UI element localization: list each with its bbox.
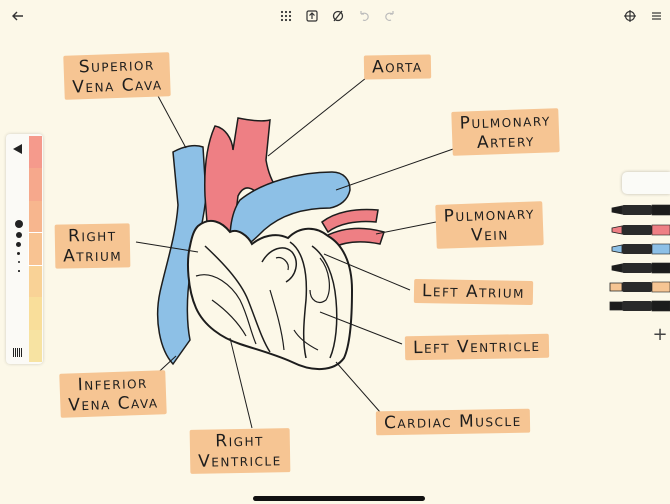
- heart-chamber-line: [269, 289, 285, 351]
- label-pulmonary-vein[interactable]: Pulmonary Vein: [435, 201, 544, 249]
- menu-icon[interactable]: [648, 8, 664, 24]
- label-right-ventricle[interactable]: Right Ventricle: [189, 428, 290, 474]
- brush-size-dot[interactable]: [18, 270, 20, 272]
- leader-line: [135, 241, 199, 253]
- brush-size-dot[interactable]: [15, 220, 23, 228]
- color-swatch[interactable]: [29, 168, 42, 201]
- crosshair-icon[interactable]: [622, 8, 638, 24]
- label-line: Right: [67, 225, 117, 247]
- leader-line: [375, 221, 437, 235]
- export-icon[interactable]: [304, 8, 320, 24]
- redo-icon[interactable]: [382, 8, 398, 24]
- label-line: Left Ventricle: [412, 335, 541, 359]
- heart-chamber-line: [261, 247, 298, 283]
- color-swatch[interactable]: [29, 136, 42, 169]
- leader-line: [229, 337, 253, 429]
- color-swatch[interactable]: [29, 200, 42, 233]
- undo-icon[interactable]: [356, 8, 372, 24]
- brush-palette: [6, 134, 43, 364]
- label-inferior-vena-cava[interactable]: Inferior Vena Cava: [59, 370, 168, 418]
- pen-tool[interactable]: [606, 261, 670, 275]
- label-line: Left Atrium: [421, 281, 526, 303]
- leader-line: [323, 253, 411, 291]
- label-line: Right: [215, 430, 265, 452]
- label-line: Artery: [476, 130, 536, 153]
- grid-icon[interactable]: [278, 8, 294, 24]
- leader-line: [335, 147, 457, 191]
- texture-icon[interactable]: [13, 348, 22, 357]
- marker-tool[interactable]: [606, 299, 670, 313]
- leader-lines: [135, 77, 457, 429]
- lasso-icon[interactable]: [330, 8, 346, 24]
- pen-tool[interactable]: [606, 242, 670, 256]
- brush-size-dot[interactable]: [16, 242, 21, 247]
- label-line: Aorta: [371, 56, 423, 78]
- heart-chamber-line: [293, 329, 319, 351]
- color-swatch-strip: [28, 136, 43, 362]
- label-line: Pulmonary: [443, 203, 536, 227]
- opacity-icon[interactable]: [13, 144, 22, 154]
- heart-chamber-line: [211, 299, 247, 337]
- label-superior-vena-cava[interactable]: Superior Vena Cava: [63, 52, 172, 100]
- label-left-ventricle[interactable]: Left Ventricle: [404, 333, 549, 361]
- heart-chamber-line: [309, 257, 330, 303]
- label-line: Pulmonary: [459, 110, 552, 134]
- heart-chamber-line: [311, 245, 338, 359]
- eraser-tool[interactable]: [622, 172, 670, 194]
- heart-chamber-line: [195, 274, 257, 345]
- color-swatch[interactable]: [29, 329, 42, 362]
- add-tool-icon[interactable]: +: [652, 323, 668, 345]
- brush-size-dot[interactable]: [16, 232, 22, 238]
- heart-chamber-line: [204, 245, 271, 353]
- top-toolbar: [0, 0, 670, 32]
- leader-line: [335, 361, 381, 413]
- color-swatch[interactable]: [28, 231, 43, 267]
- color-swatch[interactable]: [29, 265, 42, 298]
- label-right-atrium[interactable]: Right Atrium: [54, 223, 131, 269]
- color-swatch[interactable]: [29, 297, 42, 330]
- label-line: Vein: [470, 224, 510, 246]
- pen-tool[interactable]: [606, 203, 670, 217]
- pulmonary-vein-lower: [324, 227, 385, 250]
- label-line: Ventricle: [198, 450, 282, 472]
- heart-body: [187, 219, 354, 370]
- label-aorta[interactable]: Aorta: [363, 54, 431, 80]
- vena-cava: [156, 144, 207, 366]
- pen-tool[interactable]: [606, 223, 670, 237]
- label-pulmonary-artery[interactable]: Pulmonary Artery: [451, 108, 560, 156]
- brush-size-dot[interactable]: [17, 252, 20, 255]
- marker-tool[interactable]: [606, 280, 670, 294]
- back-arrow-icon[interactable]: [10, 8, 26, 24]
- heart-chamber-line: [275, 257, 289, 271]
- leader-line: [319, 311, 403, 345]
- label-left-atrium[interactable]: Left Atrium: [413, 278, 534, 306]
- leader-line: [157, 95, 187, 149]
- label-line: Cardiac Muscle: [383, 410, 522, 434]
- pulmonary-vein-upper: [321, 208, 379, 234]
- leader-line: [267, 77, 367, 157]
- label-line: Atrium: [63, 245, 123, 267]
- label-cardiac-muscle[interactable]: Cardiac Muscle: [375, 408, 530, 436]
- brush-size-dot[interactable]: [17, 261, 20, 263]
- label-line: Vena Cava: [68, 392, 159, 416]
- home-indicator[interactable]: [253, 496, 425, 501]
- label-line: Vena Cava: [72, 74, 163, 98]
